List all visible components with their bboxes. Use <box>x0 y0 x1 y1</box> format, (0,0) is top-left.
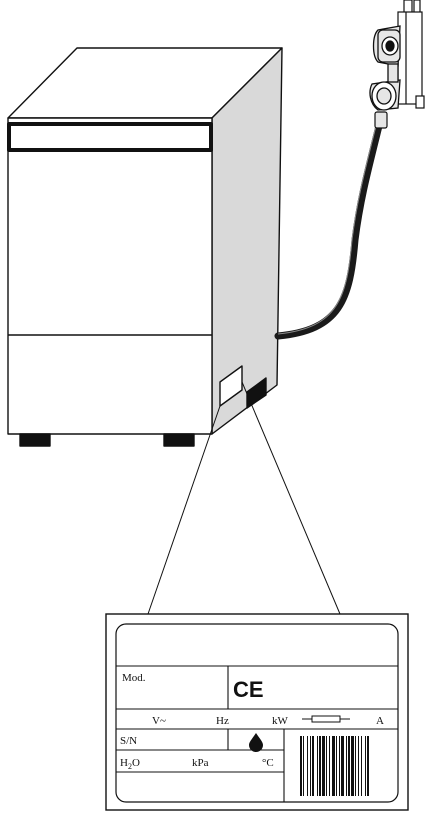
power-label: kW <box>272 715 289 727</box>
barcode-bar <box>332 736 335 796</box>
hose-connector <box>374 111 388 129</box>
barcode-bar <box>355 736 356 796</box>
foot-rear-side <box>246 377 267 409</box>
water-connection <box>274 0 425 340</box>
wall-pipe <box>397 0 425 109</box>
barcode-bar <box>303 736 304 796</box>
barcode-bar <box>300 736 302 796</box>
control-panel <box>7 122 213 152</box>
foot-front-left <box>19 433 51 447</box>
barcode-bar <box>361 736 362 796</box>
barcode-bar <box>351 736 354 796</box>
hose-highlight <box>277 121 378 335</box>
barcode-bar <box>307 736 308 796</box>
rating-plate: Mod. CE V~ Hz kW A S/N H2O kPa °C <box>105 613 409 811</box>
water-label: H2O <box>120 757 140 771</box>
temperature-label: °C <box>262 757 274 769</box>
barcode-bar <box>365 736 366 796</box>
voltage-label: V~ <box>152 715 166 727</box>
barcode-bar <box>341 736 344 796</box>
barcode-bar <box>322 736 325 796</box>
model-label: Mod. <box>122 672 146 684</box>
machine-front <box>7 117 213 435</box>
water-drop-icon <box>249 733 263 752</box>
serial-label: S/N <box>120 735 137 747</box>
water-subscript: 2 <box>128 762 132 771</box>
ce-mark: CE <box>233 677 264 702</box>
barcode <box>300 736 369 796</box>
callout-lines <box>147 381 341 615</box>
barcode-bar <box>358 736 359 796</box>
barcode-bar <box>326 736 327 796</box>
barcode-bar <box>317 736 318 796</box>
barcode-bar <box>336 736 337 796</box>
dishwasher <box>7 47 283 447</box>
fuse-icon <box>302 715 350 723</box>
barcode-bar <box>319 736 321 796</box>
frequency-label: Hz <box>216 715 229 727</box>
barcode-bar <box>339 736 340 796</box>
barcode-bar <box>329 736 330 796</box>
barcode-bar <box>310 736 311 796</box>
current-label: A <box>376 715 384 727</box>
barcode-bar <box>348 736 350 796</box>
plate-grid <box>116 665 398 802</box>
barcode-bar <box>367 736 369 796</box>
pressure-label: kPa <box>192 757 209 769</box>
foot-front-right <box>163 433 195 447</box>
barcode-bar <box>346 736 347 796</box>
water-tap <box>369 25 401 111</box>
barcode-bar <box>312 736 314 796</box>
rating-plate-location <box>219 365 243 407</box>
hose <box>274 118 384 340</box>
plate-inner <box>115 623 399 803</box>
